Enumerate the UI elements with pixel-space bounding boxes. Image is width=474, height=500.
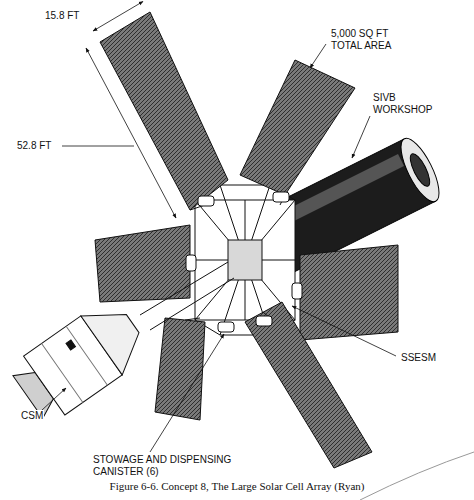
solar-panel (95, 12, 398, 468)
part-label: SSESM (400, 352, 437, 364)
docking-tunnel (140, 262, 234, 330)
part-label: CSM (20, 410, 44, 422)
part-label: 15.8 FT (44, 10, 80, 22)
part-label: STOWAGE AND DISPENSING CANISTER (6) (92, 454, 234, 478)
leader-line (42, 44, 396, 452)
dimension-line (62, 2, 176, 219)
stowage-canister (185, 192, 302, 332)
figure-caption: Figure 6-6. Concept 8, The Large Solar C… (0, 480, 474, 492)
csm-spacecraft (7, 294, 153, 426)
part-label: 5,000 SQ FT TOTAL AREA (330, 28, 407, 52)
part-label: 52.8 FT (16, 140, 52, 152)
part-label: SIVB WORKSHOP (372, 92, 438, 116)
earth-limb (360, 452, 474, 500)
